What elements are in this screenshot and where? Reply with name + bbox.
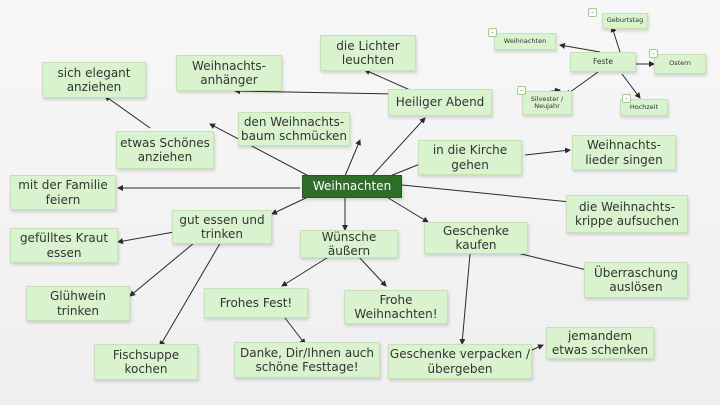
link-center-gutessen [271,195,311,215]
link-geschenke-verpacken [459,253,471,345]
node-kirche-gehen[interactable]: in die Kirche gehen [418,140,522,175]
node-feste-weihnachten[interactable]: Weihnachten [494,33,556,50]
node-gluehwein-trinken[interactable]: Glühwein trinken [26,286,130,321]
collapse-toggle-icon[interactable]: - [622,94,631,103]
link-essen-kraut [117,231,175,245]
node-frohes-fest[interactable]: Frohes Fest! [204,288,308,318]
link-verpacken-jemandem [531,344,544,351]
link-feste-geburtstag [610,26,621,53]
node-weihnachtsanhaenger[interactable]: Weihnachts- anhänger [176,55,282,91]
link-center-etwasschoenes [209,123,321,183]
link-essen-fischsuppe [159,239,223,347]
node-ueberraschung-ausloesen[interactable]: Überraschung auslösen [584,262,688,298]
link-feste-weihnachten [559,42,601,53]
node-weihnachtslieder-singen[interactable]: Weihnachts- lieder singen [572,135,676,170]
link-kirche-lieder [524,147,571,156]
link-abend-anhaenger [234,88,396,95]
node-gut-essen-trinken[interactable]: gut essen und trinken [172,210,272,244]
link-center-heiligerabend [371,117,426,177]
node-familie-feiern[interactable]: mit der Familie feiern [10,175,116,210]
node-geburtstag[interactable]: Geburtstag [602,13,648,29]
node-etwas-schoenes-anziehen[interactable]: etwas Schönes anziehen [116,131,214,169]
collapse-toggle-icon[interactable]: - [649,49,658,58]
node-geschenke-kaufen[interactable]: Geschenke kaufen [424,222,528,254]
node-feste[interactable]: Feste [570,52,636,72]
link-essen-gluehwein [129,237,201,297]
node-ostern[interactable]: Ostern [654,54,706,74]
node-gefuelltes-kraut[interactable]: gefülltes Kraut essen [10,228,118,263]
link-wuensche-frohe [357,255,387,287]
link-center-geschenke [384,195,429,223]
collapse-toggle-icon[interactable]: - [517,86,526,95]
node-weihnachtskrippe-aufsuchen[interactable]: die Weihnachts- krippe aufsuchen [566,195,688,233]
node-jemandem-schenken[interactable]: jemandem etwas schenken [546,327,654,359]
link-etwas-anziehen [104,95,151,129]
link-wuensche-frohesfest [281,255,331,287]
node-weihnachtsbaum-schmuecken[interactable]: den Weihnachts- baum schmücken [238,112,350,146]
node-lichter-leuchten[interactable]: die Lichter leuchten [320,35,416,71]
link-frohesfest-danke [281,313,306,345]
node-heiliger-abend[interactable]: Heiliger Abend [388,89,492,116]
node-fischsuppe-kochen[interactable]: Fischsuppe kochen [94,344,198,380]
node-hochzeit[interactable]: Hochzeit [620,99,668,116]
node-danke-festtage[interactable]: Danke, Dir/Ihnen auch schöne Festtage! [234,342,380,378]
node-sich-elegant-anziehen[interactable]: sich elegant anziehen [42,62,146,98]
collapse-toggle-icon[interactable]: - [488,28,497,37]
link-center-baum [344,139,361,177]
node-frohe-weihnachten[interactable]: Frohe Weihnachten! [344,290,448,324]
node-silvester-neujahr[interactable]: Silvester / Neujahr [522,91,572,115]
collapse-toggle-icon[interactable]: - [588,8,597,17]
node-wuensche-aeussern[interactable]: Wünsche äußern [300,230,398,258]
node-center-weihnachten[interactable]: Weihnachten [302,175,402,198]
link-abend-lichter [364,69,411,91]
node-geschenke-verpacken[interactable]: Geschenke verpacken / übergeben [388,344,532,379]
link-feste-hochzeit [621,73,641,99]
